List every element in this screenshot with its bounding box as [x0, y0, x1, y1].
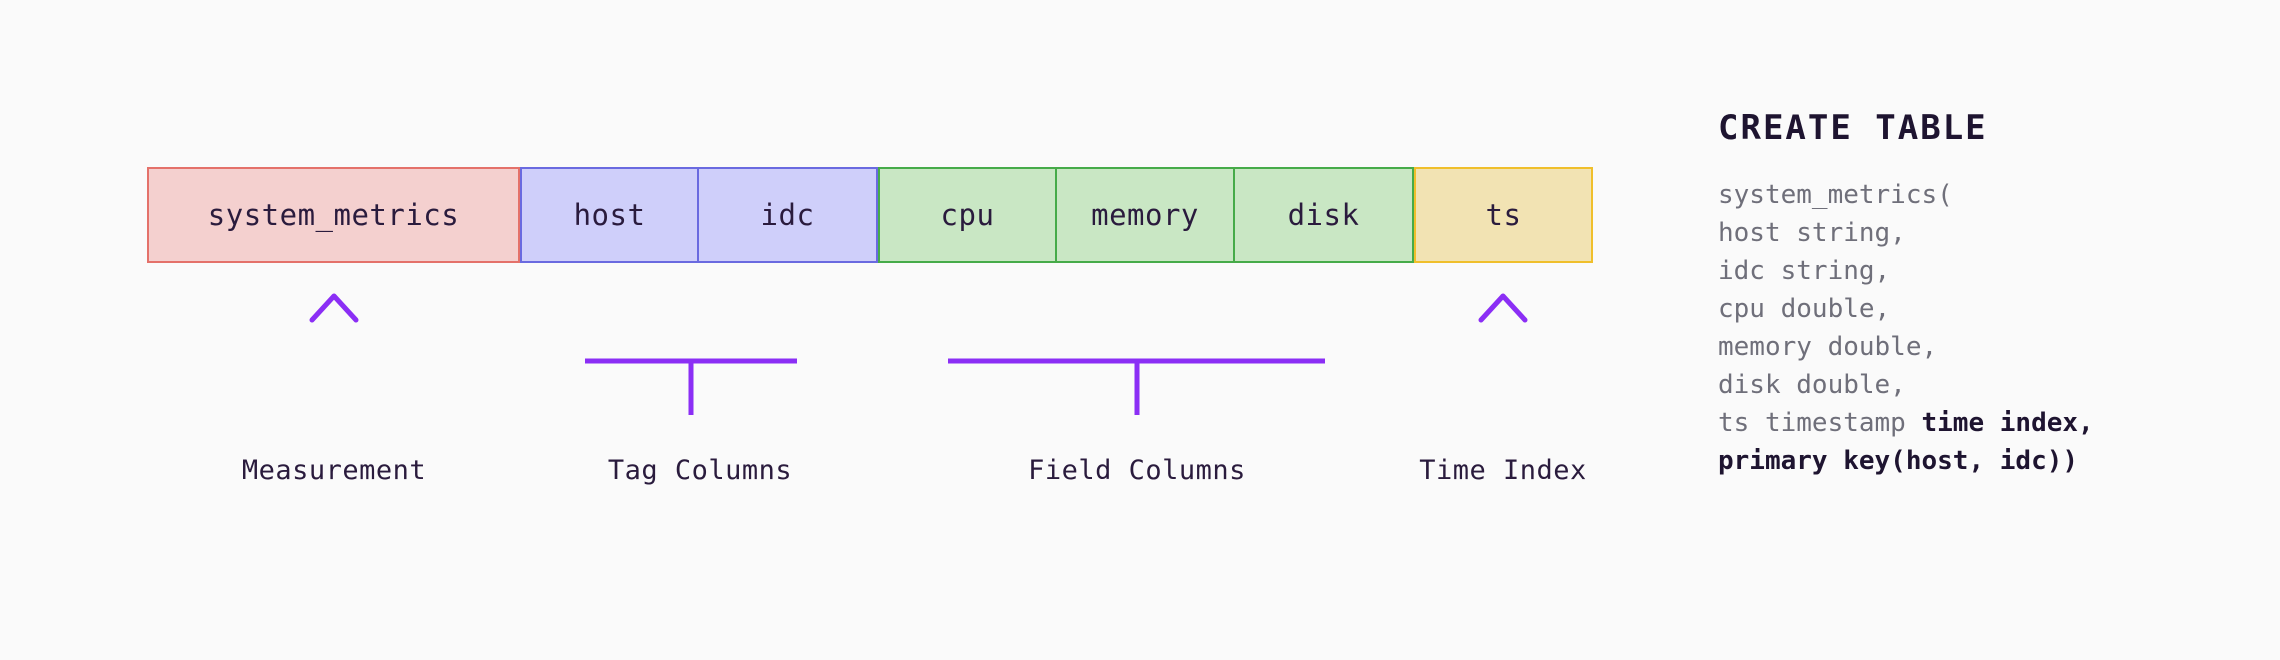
- ddl-heading: CREATE TABLE: [1718, 108, 1988, 148]
- ddl-line: cpu double,: [1718, 294, 1891, 324]
- ddl-panel: CREATE TABLE system_metrics(host string,…: [1718, 108, 2238, 480]
- field-columns-bracket-icon: [948, 300, 1325, 415]
- tag-columns-bracket-icon: [585, 300, 797, 415]
- schema-cell-memory[interactable]: memory: [1057, 167, 1235, 263]
- schema-cell-host[interactable]: host: [520, 167, 699, 263]
- ddl-line: disk double,: [1718, 370, 1906, 400]
- ddl-line: ts timestamp time index,: [1718, 408, 2094, 438]
- schema-strip: system_metrics host idc cpu memory disk …: [147, 167, 1593, 263]
- ddl-line: primary key(host, idc)): [1718, 446, 2079, 476]
- annotation-label-tag-columns: Tag Columns: [607, 455, 793, 486]
- ddl-body: system_metrics(host string, idc string, cp…: [1718, 176, 2238, 480]
- ddl-line: system_metrics(: [1718, 180, 1953, 210]
- annotation-label-field-columns: Field Columns: [1028, 455, 1246, 486]
- annotation-label-time-index: Time Index: [1419, 455, 1587, 486]
- schema-cell-measurement[interactable]: system_metrics: [147, 167, 520, 263]
- annotation-label-measurement: Measurement: [241, 455, 427, 486]
- measurement-arrow-icon: [309, 293, 359, 415]
- schema-cell-ts[interactable]: ts: [1414, 167, 1593, 263]
- schema-cell-idc[interactable]: idc: [699, 167, 878, 263]
- ddl-line: host string,: [1718, 218, 1906, 248]
- schema-cell-disk[interactable]: disk: [1235, 167, 1414, 263]
- time-index-arrow-icon: [1478, 293, 1528, 412]
- schema-cell-cpu[interactable]: cpu: [878, 167, 1057, 263]
- ddl-line: idc string,: [1718, 256, 1891, 286]
- ddl-line: memory double,: [1718, 332, 1938, 362]
